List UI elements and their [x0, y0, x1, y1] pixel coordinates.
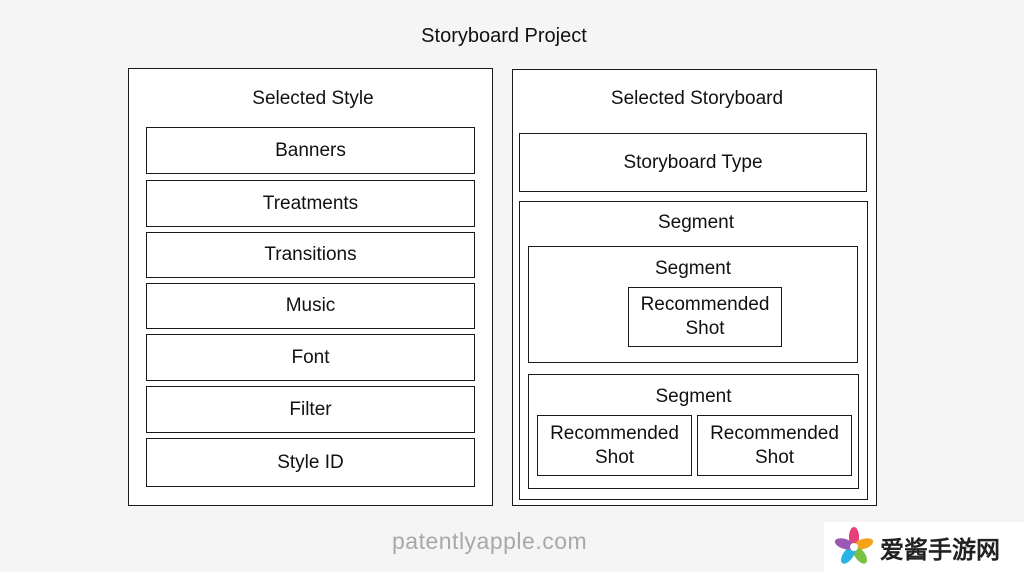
style-item-style-id: Style ID	[146, 438, 475, 487]
style-item-treatments: Treatments	[146, 180, 475, 227]
style-item-font: Font	[146, 334, 475, 381]
selected-style-title: Selected Style	[252, 88, 374, 109]
storyboard-type-box: Storyboard Type	[519, 133, 867, 192]
segment-2-label: Segment	[655, 386, 732, 407]
diagram-title: Storyboard Project	[421, 25, 587, 47]
recommended-shot-1: Recommended Shot	[628, 287, 782, 347]
segment-outer-label: Segment	[657, 212, 735, 233]
recommended-shot-2: Recommended Shot	[537, 415, 692, 476]
selected-storyboard-title: Selected Storyboard	[610, 88, 784, 109]
style-item-filter: Filter	[146, 386, 475, 433]
watermark-text: patentlyapple.com	[392, 528, 588, 554]
style-item-transitions: Transitions	[146, 232, 475, 278]
segment-1-label: Segment	[654, 258, 732, 279]
style-item-banners: Banners	[146, 127, 475, 174]
recommended-shot-3: Recommended Shot	[697, 415, 852, 476]
style-item-music: Music	[146, 283, 475, 329]
site-logo: 爱酱手游网	[824, 522, 1024, 572]
logo-text: 爱酱手游网	[880, 536, 1000, 564]
pinwheel-logo-icon	[834, 527, 874, 564]
